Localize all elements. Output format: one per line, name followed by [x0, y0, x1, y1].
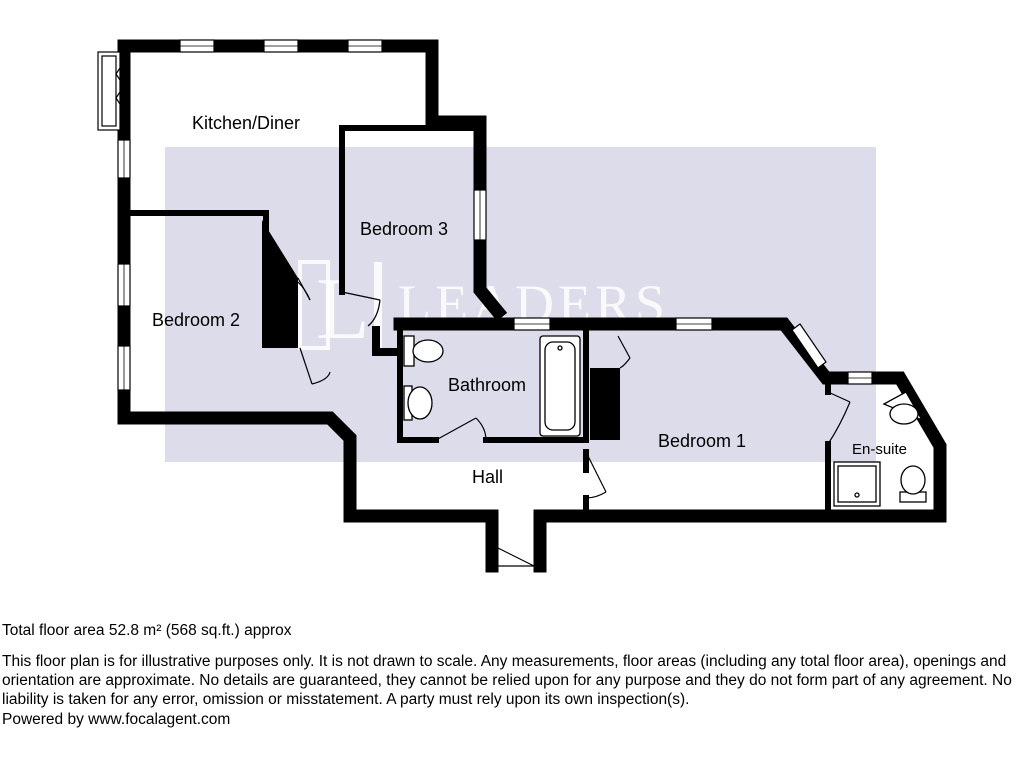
ensuite-fittings: [833, 391, 927, 507]
disclaimer-text: This floor plan is for illustrative purp…: [2, 653, 1012, 708]
powered-by: Powered by www.focalagent.com: [2, 711, 231, 728]
room-label-ensuite: En-suite: [852, 441, 907, 458]
room-label-kitchen: Kitchen/Diner: [192, 113, 300, 133]
ensuite-basin: [882, 391, 924, 425]
cupboard-bedroom-2: [262, 220, 298, 348]
room-label-hall: Hall: [472, 467, 503, 487]
ensuite-toilet: [899, 465, 927, 503]
windows: [117, 39, 873, 391]
room-label-bedroom-3: Bedroom 3: [360, 219, 448, 239]
folding-door-kitchen: [97, 51, 125, 131]
bathroom-fittings: [403, 335, 581, 437]
room-label-bathroom: Bathroom: [448, 375, 526, 395]
floor-plan: L LEADERS: [97, 39, 947, 573]
room-label-bedroom-1: Bedroom 1: [658, 431, 746, 451]
cupboard-bedroom-1: [590, 368, 620, 440]
total-floor-area: Total floor area 52.8 m² (568 sq.ft.) ap…: [2, 622, 292, 639]
room-label-bedroom-2: Bedroom 2: [152, 310, 240, 330]
window-glazing-lines: [123, 45, 872, 390]
walls: [117, 39, 947, 573]
doors: [297, 277, 851, 567]
